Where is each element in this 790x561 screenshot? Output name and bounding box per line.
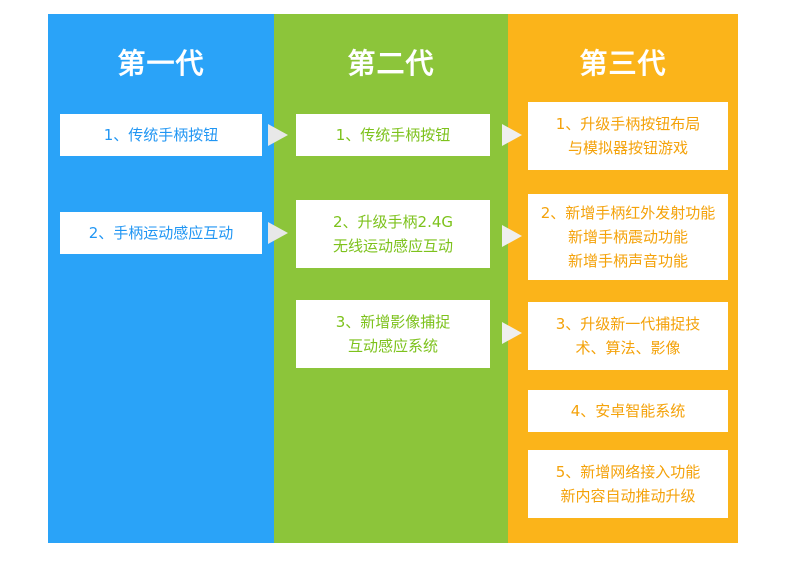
- generation-1-column: 第一代 1、传统手柄按钮 2、手柄运动感应互动: [48, 14, 274, 543]
- arrow-gen2-to-gen3-row3: [502, 322, 522, 344]
- arrow-gen2-to-gen3-row2: [502, 225, 522, 247]
- gen2-item-2: 2、升级手柄2.4G 无线运动感应互动: [296, 200, 490, 268]
- gen3-item-3: 3、升级新一代捕捉技 术、算法、影像: [528, 302, 728, 370]
- gen1-item-1: 1、传统手柄按钮: [60, 114, 262, 156]
- gen2-item-3: 3、新增影像捕捉 互动感应系统: [296, 300, 490, 368]
- generation-2-column: 第二代 1、传统手柄按钮 2、升级手柄2.4G 无线运动感应互动 3、新增影像捕…: [274, 14, 508, 543]
- generation-3-column: 第三代 1、升级手柄按钮布局 与模拟器按钮游戏 2、新增手柄红外发射功能 新增手…: [508, 14, 738, 543]
- generation-2-title: 第二代: [347, 47, 435, 80]
- arrow-gen2-to-gen3-row1: [502, 124, 522, 146]
- generation-3-title: 第三代: [579, 47, 667, 80]
- gen3-item-2: 2、新增手柄红外发射功能 新增手柄震动功能 新增手柄声音功能: [528, 194, 728, 280]
- gen3-item-5: 5、新增网络接入功能 新内容自动推动升级: [528, 450, 728, 518]
- arrow-gen1-to-gen2-row2: [268, 222, 288, 244]
- gen3-item-4: 4、安卓智能系统: [528, 390, 728, 432]
- arrow-gen1-to-gen2-row1: [268, 124, 288, 146]
- gen3-item-1: 1、升级手柄按钮布局 与模拟器按钮游戏: [528, 102, 728, 170]
- gen1-item-2: 2、手柄运动感应互动: [60, 212, 262, 254]
- gen2-item-1: 1、传统手柄按钮: [296, 114, 490, 156]
- generation-1-title: 第一代: [117, 47, 205, 80]
